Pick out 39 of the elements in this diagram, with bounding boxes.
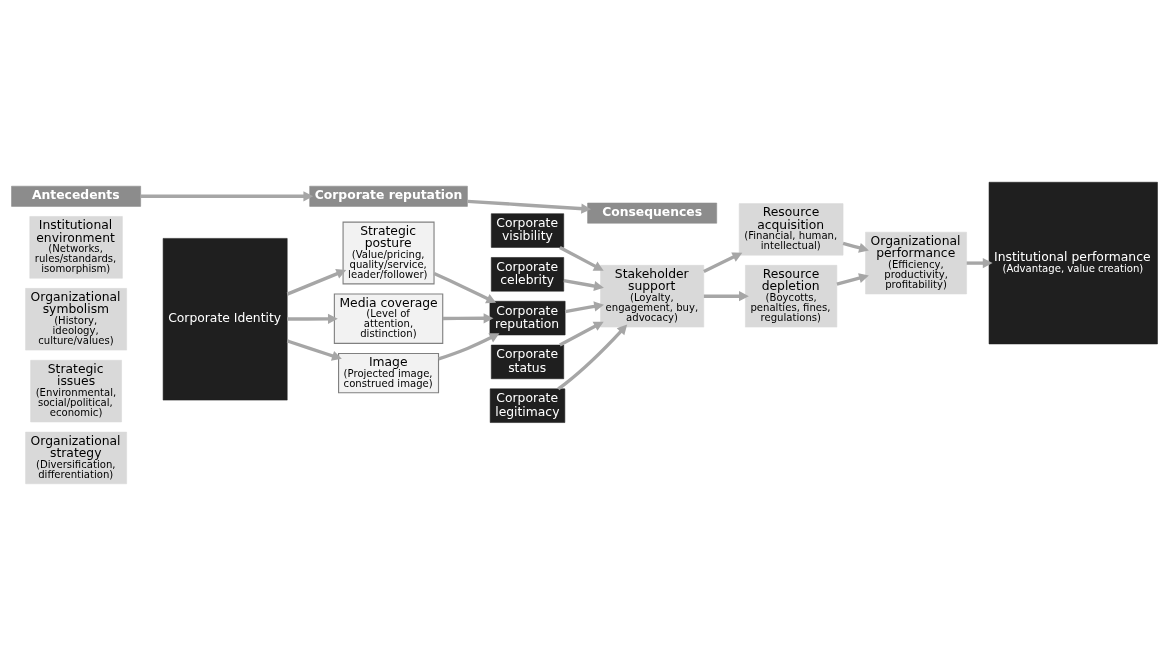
- node-box: Corporate visibility: [491, 213, 564, 248]
- arrow: [703, 291, 749, 302]
- arrow: [557, 324, 628, 391]
- node-box: Strategic posture (Value/pricing, quality/service, leader/follower): [342, 221, 435, 285]
- arrow: [703, 252, 743, 273]
- node-box: Stakeholder support (Loyalty, engagement, buy, advocacy): [600, 265, 705, 328]
- node-box: Organizational symbolism (History, ideology, culture/values): [25, 288, 127, 351]
- node-box: Corporate reputation: [309, 185, 468, 207]
- node-box: Image (Projected image, construed image): [338, 352, 440, 394]
- node-box: Institutional environment (Networks, rules/standards, isomorphism): [29, 216, 123, 279]
- arrow: [467, 199, 592, 214]
- node-box: Resource acquisition (Financial, human, intellectual): [738, 203, 844, 256]
- arrow: [140, 191, 314, 202]
- node-box: Consequences: [587, 202, 717, 224]
- node-box: Organizational performance (Efficiency, productivity, profitability): [865, 231, 967, 295]
- arrow: [286, 268, 347, 296]
- arrow: [559, 321, 604, 347]
- arrow: [287, 313, 338, 325]
- node-box: Corporate celebrity: [491, 257, 564, 292]
- arrow: [286, 339, 342, 361]
- node-box: Antecedents: [11, 185, 141, 207]
- arrow: [842, 241, 869, 253]
- node-box: Strategic issues (Environmental, social/political, economic): [30, 359, 122, 423]
- arrow: [438, 333, 500, 361]
- arrow: [836, 273, 869, 286]
- node-box: Corporate status: [491, 344, 564, 380]
- node-box: Corporate Identity: [162, 238, 288, 401]
- node-box: Resource depletion (Boycotts, penalties, fines, regulations): [745, 265, 838, 328]
- arrow: [433, 271, 497, 304]
- arrow: [442, 313, 494, 324]
- node-box: Corporate reputation: [489, 301, 566, 336]
- node-box: Media coverage (Level of attention, distinction): [333, 293, 444, 344]
- node-box: Organizational strategy (Diversification, differentiation): [25, 431, 127, 485]
- arrow: [563, 279, 604, 292]
- node-box: Institutional performance (Advantage, value creation): [988, 181, 1158, 345]
- arrow: [966, 257, 993, 269]
- arrow: [564, 301, 604, 314]
- arrow: [559, 245, 604, 271]
- node-box: Corporate legitimacy: [489, 388, 566, 423]
